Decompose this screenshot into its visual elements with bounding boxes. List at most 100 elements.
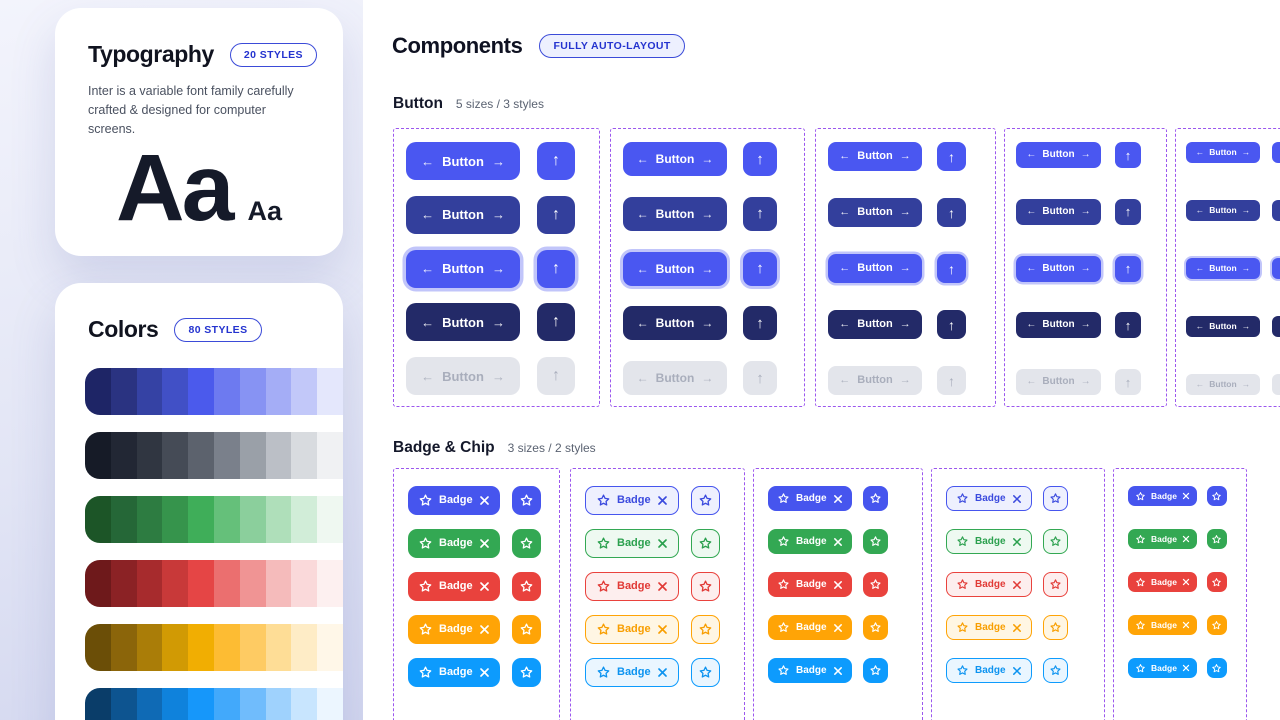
chip-indigo[interactable] — [862, 486, 888, 511]
icon-button-hover[interactable]: ↑ — [743, 196, 777, 231]
chip-red[interactable] — [1042, 572, 1068, 597]
button-focused[interactable]: ←Button→ — [828, 254, 922, 283]
badge-indigo[interactable]: Badge — [1128, 486, 1197, 506]
chip-azure[interactable] — [511, 658, 541, 687]
chip-azure[interactable] — [690, 658, 720, 687]
badge-red[interactable]: Badge — [768, 572, 852, 597]
badge-orange[interactable]: Badge — [408, 615, 500, 644]
button-disabled[interactable]: ←Button→ — [623, 361, 727, 395]
icon-button-focused[interactable]: ↑ — [937, 254, 966, 283]
badge-green[interactable]: Badge — [1128, 529, 1197, 549]
badge-azure[interactable]: Badge — [585, 658, 679, 687]
button-pressed[interactable]: ←Button→ — [1016, 312, 1101, 339]
button-disabled[interactable]: ←Button→ — [828, 366, 922, 395]
icon-button-focused[interactable]: ↑ — [537, 249, 575, 288]
chip-azure[interactable] — [1206, 658, 1227, 678]
badge-azure[interactable]: Badge — [408, 658, 500, 687]
icon-button-default[interactable]: ↑ — [1115, 142, 1141, 168]
button-disabled[interactable]: ←Button→ — [1016, 369, 1101, 395]
badge-green[interactable]: Badge — [585, 529, 679, 558]
button-pressed[interactable]: ←Button→ — [623, 306, 727, 341]
chip-azure[interactable] — [1042, 658, 1068, 683]
badge-indigo[interactable]: Badge — [946, 486, 1032, 511]
icon-button-default[interactable]: ↑ — [743, 142, 777, 176]
chip-indigo[interactable] — [690, 486, 720, 515]
badge-green[interactable]: Badge — [408, 529, 500, 558]
button-hover[interactable]: ←Button→ — [1016, 198, 1101, 225]
button-hover[interactable]: ←Button→ — [828, 198, 922, 227]
button-default[interactable]: ←Button→ — [828, 142, 922, 171]
button-default[interactable]: ←Button→ — [623, 142, 727, 176]
chip-red[interactable] — [511, 572, 541, 601]
chip-red[interactable] — [862, 572, 888, 597]
button-default[interactable]: ←Button→ — [1186, 142, 1260, 163]
icon-button-pressed[interactable]: ↑ — [1115, 312, 1141, 339]
button-default[interactable]: ←Button→ — [1016, 142, 1101, 168]
button-hover[interactable]: ←Button→ — [406, 195, 520, 234]
icon-button-disabled[interactable]: ↑ — [1115, 369, 1141, 395]
chip-orange[interactable] — [1042, 615, 1068, 640]
badge-orange[interactable]: Badge — [1128, 615, 1197, 635]
button-disabled[interactable]: ←Button→ — [406, 357, 520, 395]
icon-button-disabled[interactable]: ↑ — [743, 361, 777, 395]
button-disabled[interactable]: ←Button→ — [1186, 374, 1260, 395]
chip-green[interactable] — [511, 529, 541, 558]
icon-button-focused[interactable]: ↑ — [743, 251, 777, 286]
icon-button-focused[interactable]: ↑ — [1272, 258, 1280, 279]
button-pressed[interactable]: ←Button→ — [406, 303, 520, 342]
icon-button-hover[interactable]: ↑ — [1115, 198, 1141, 225]
chip-orange[interactable] — [862, 615, 888, 640]
chip-green[interactable] — [1206, 529, 1227, 549]
chip-orange[interactable] — [690, 615, 720, 644]
chip-indigo[interactable] — [1042, 486, 1068, 511]
icon-button-default[interactable]: ↑ — [937, 142, 966, 171]
button-hover[interactable]: ←Button→ — [623, 196, 727, 231]
chip-red[interactable] — [1206, 572, 1227, 592]
badge-red[interactable]: Badge — [1128, 572, 1197, 592]
chip-indigo[interactable] — [511, 486, 541, 515]
chip-green[interactable] — [862, 529, 888, 554]
chip-orange[interactable] — [1206, 615, 1227, 635]
chip-indigo[interactable] — [1206, 486, 1227, 506]
badge-red[interactable]: Badge — [946, 572, 1032, 597]
button-pressed[interactable]: ←Button→ — [828, 310, 922, 339]
badge-azure[interactable]: Badge — [1128, 658, 1197, 678]
badge-red[interactable]: Badge — [408, 572, 500, 601]
icon-button-default[interactable]: ↑ — [1272, 142, 1280, 163]
chip-green[interactable] — [690, 529, 720, 558]
icon-button-disabled[interactable]: ↑ — [937, 366, 966, 395]
button-pressed[interactable]: ←Button→ — [1186, 316, 1260, 337]
icon-button-pressed[interactable]: ↑ — [743, 306, 777, 341]
icon-button-pressed[interactable]: ↑ — [1272, 316, 1280, 337]
icon-button-disabled[interactable]: ↑ — [537, 357, 575, 395]
badge-red[interactable]: Badge — [585, 572, 679, 601]
icon-button-pressed[interactable]: ↑ — [537, 303, 575, 342]
icon-button-hover[interactable]: ↑ — [937, 198, 966, 227]
badge-orange[interactable]: Badge — [768, 615, 852, 640]
button-default[interactable]: ←Button→ — [406, 142, 520, 180]
chip-orange[interactable] — [511, 615, 541, 644]
icon-button-hover[interactable]: ↑ — [1272, 200, 1280, 221]
chip-azure[interactable] — [862, 658, 888, 683]
icon-button-focused[interactable]: ↑ — [1115, 255, 1141, 282]
icon-button-hover[interactable]: ↑ — [537, 195, 575, 234]
badge-indigo[interactable]: Badge — [585, 486, 679, 515]
chip-red[interactable] — [690, 572, 720, 601]
icon-button-pressed[interactable]: ↑ — [937, 310, 966, 339]
button-focused[interactable]: ←Button→ — [1016, 255, 1101, 282]
badge-orange[interactable]: Badge — [946, 615, 1032, 640]
button-hover[interactable]: ←Button→ — [1186, 200, 1260, 221]
badge-green[interactable]: Badge — [946, 529, 1032, 554]
badge-azure[interactable]: Badge — [768, 658, 852, 683]
chip-green[interactable] — [1042, 529, 1068, 554]
button-focused[interactable]: ←Button→ — [1186, 258, 1260, 279]
badge-orange[interactable]: Badge — [585, 615, 679, 644]
badge-indigo[interactable]: Badge — [768, 486, 852, 511]
badge-azure[interactable]: Badge — [946, 658, 1032, 683]
badge-indigo[interactable]: Badge — [408, 486, 500, 515]
icon-button-disabled[interactable]: ↑ — [1272, 374, 1280, 395]
button-focused[interactable]: ←Button→ — [623, 251, 727, 286]
button-focused[interactable]: ←Button→ — [406, 249, 520, 288]
badge-green[interactable]: Badge — [768, 529, 852, 554]
icon-button-default[interactable]: ↑ — [537, 142, 575, 180]
